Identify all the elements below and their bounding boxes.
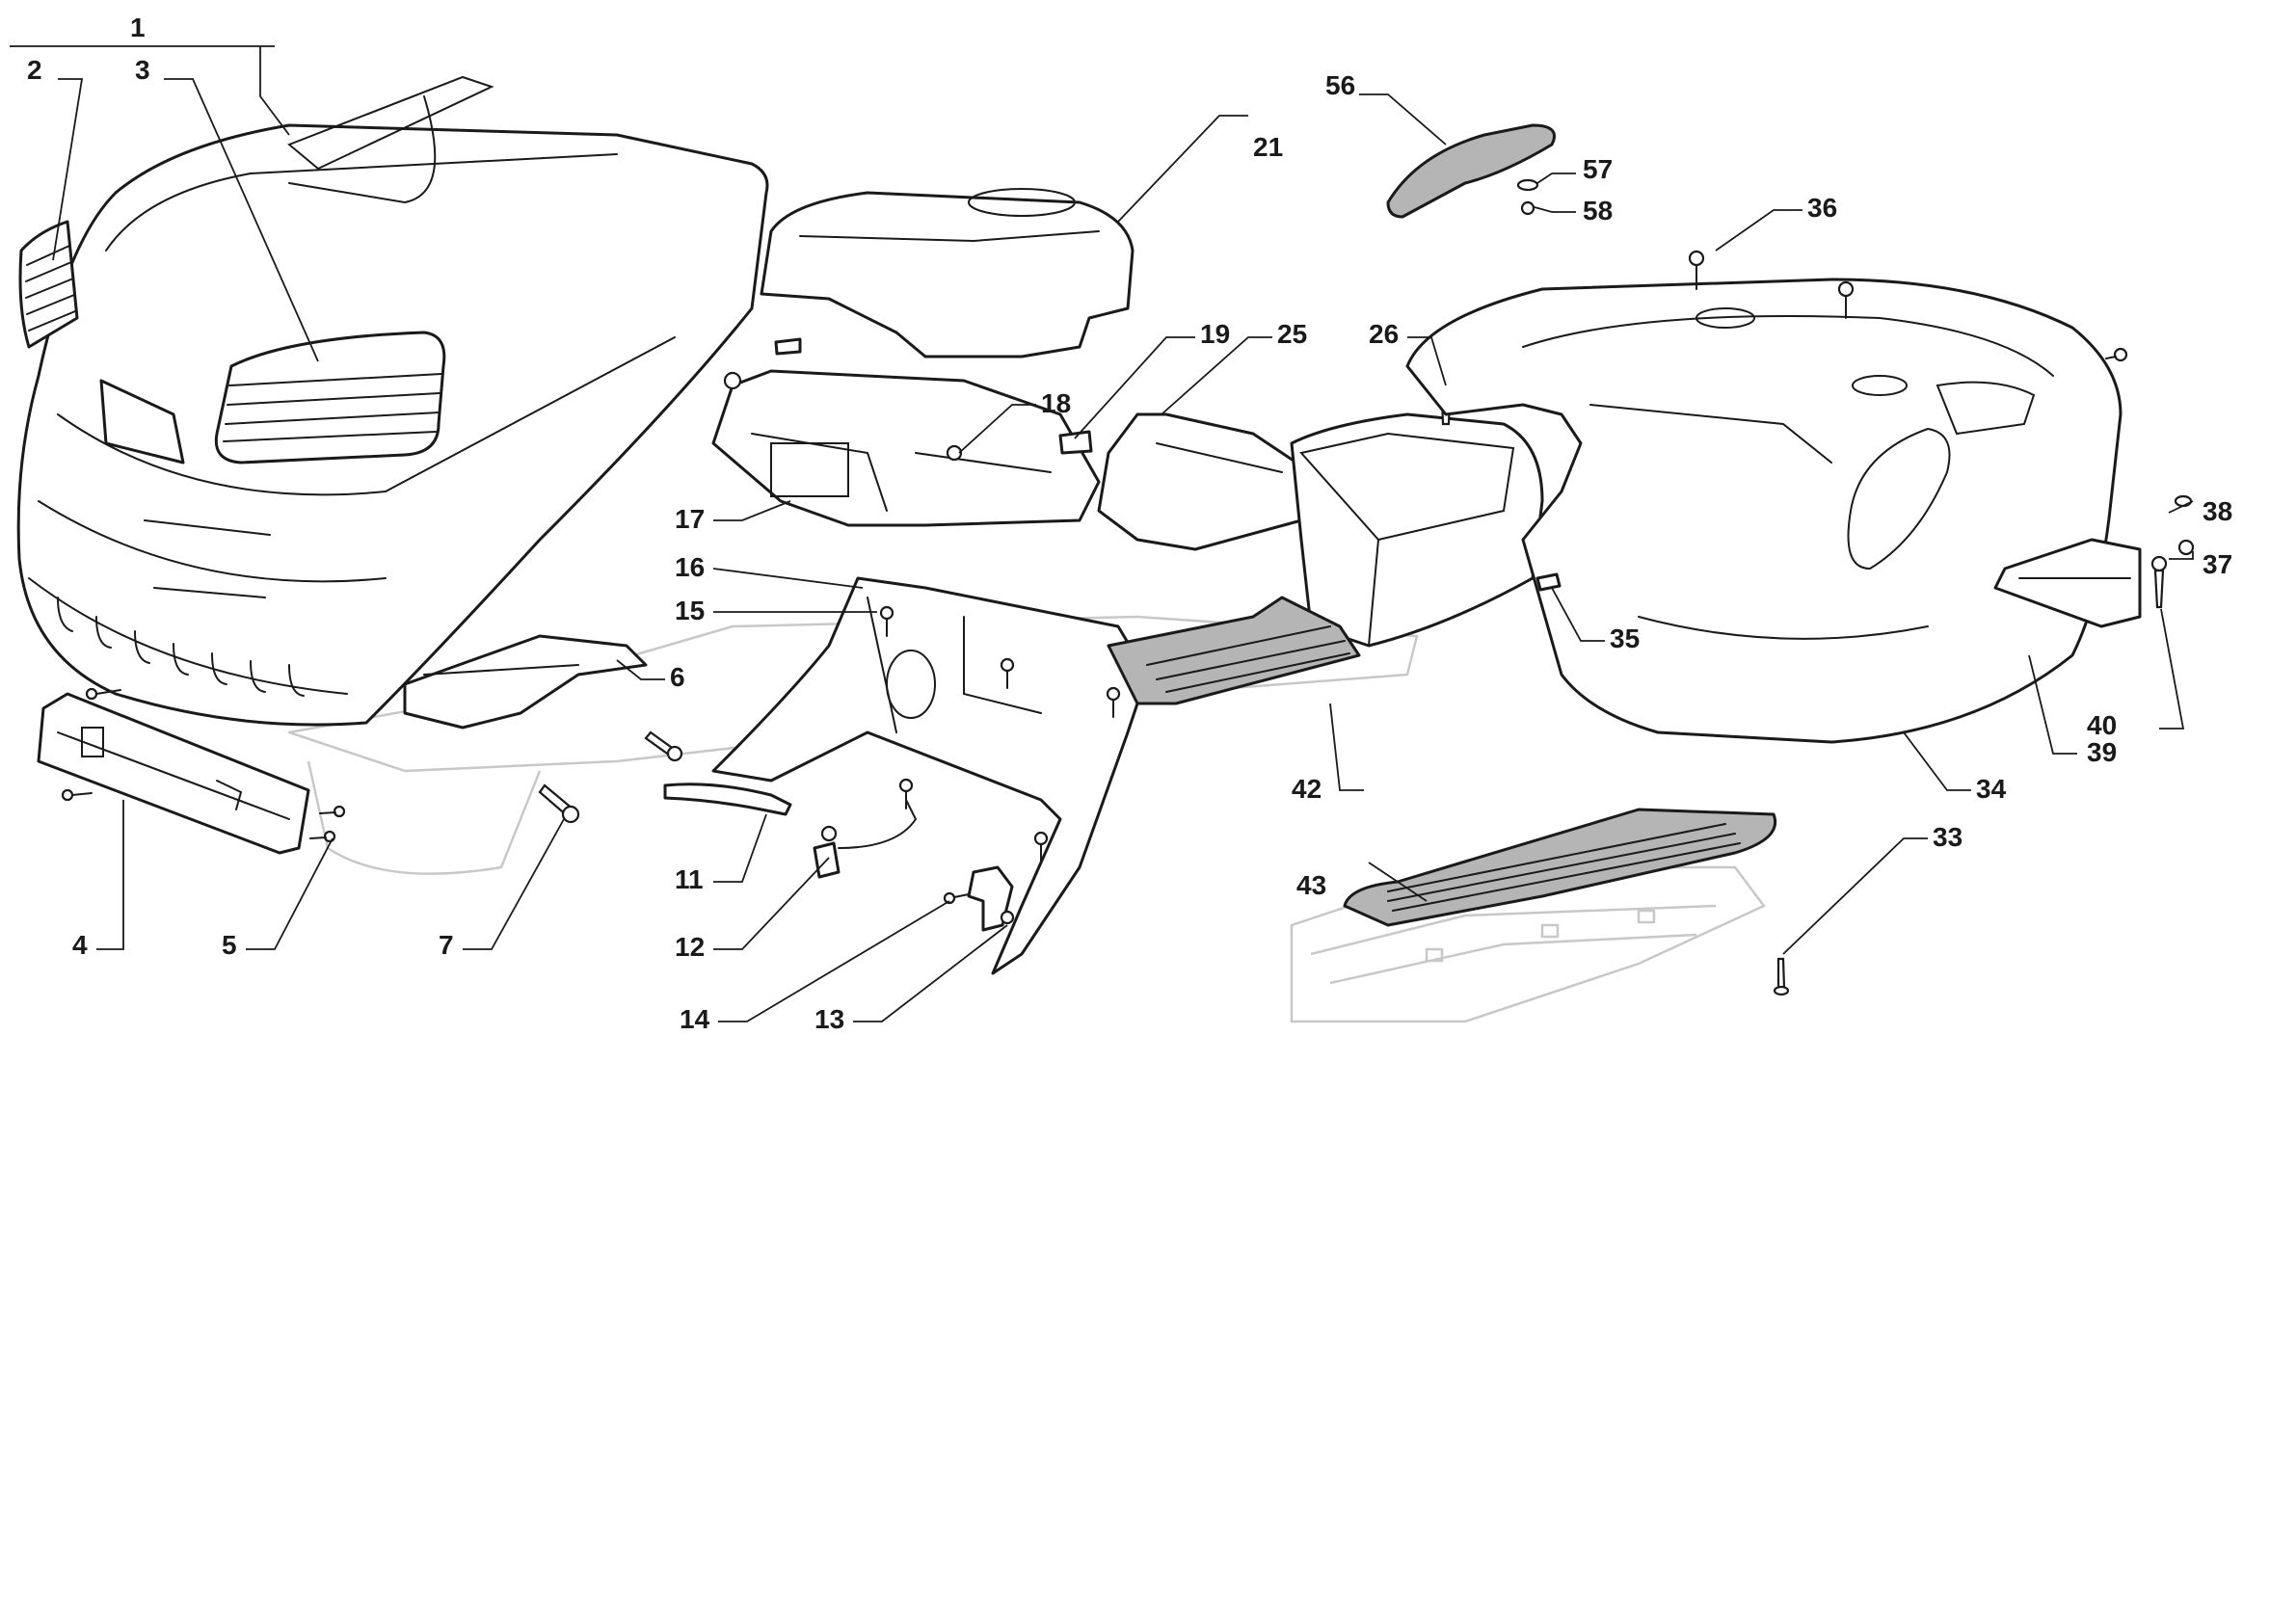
callout-15: 15 [675,596,705,625]
callout-57: 57 [1583,154,1613,184]
callout-34: 34 [1976,774,2007,804]
callout-12: 12 [675,932,705,962]
clip-part-35 [1535,572,1562,592]
callout-18: 18 [1041,388,1071,418]
callout-36: 36 [1807,193,1837,223]
rear-fender [1405,278,2122,744]
callout-3: 3 [135,55,150,85]
callout-7: 7 [439,930,454,960]
callout-42: 42 [1292,774,1322,804]
console-screws [723,371,963,462]
bracket-screws [61,687,346,843]
loose-screw [644,730,683,762]
bolt-part-33 [1773,957,1790,996]
fender-screws [1688,250,2128,362]
floor-mat-rear [1343,808,1776,927]
handle-grip [1386,123,1556,219]
callout-39: 39 [2087,737,2117,767]
panel-screws [879,605,1121,863]
headlight-lens [214,331,446,464]
callout-1: 1 [130,13,146,42]
callout-6: 6 [670,662,685,692]
callout-21: 21 [1253,132,1283,162]
screw-part-37 [2177,539,2195,556]
callout-11: 11 [675,864,704,894]
dash-cover [760,188,1135,358]
callout-37: 37 [2203,549,2232,579]
callout-14: 14 [680,1004,710,1034]
washer-part-57 [1516,178,1539,192]
callout-13: 13 [814,1004,844,1034]
callout-35: 35 [1610,624,1640,653]
callout-labels: 1 2 3 4 5 6 7 11 12 13 14 15 16 17 18 19… [27,13,2232,1034]
callout-19: 19 [1200,319,1230,349]
screw-part-7 [538,783,580,824]
front-panel [711,576,1149,975]
console-tray [711,369,1101,527]
washer-part-38 [2174,494,2193,508]
callout-26: 26 [1369,319,1399,349]
seat-support [1097,412,1313,551]
callout-25: 25 [1277,319,1307,349]
callout-4: 4 [72,930,88,960]
callout-33: 33 [1933,822,1962,852]
cable-part-11 [663,783,792,816]
harness-part-12 [813,799,918,879]
grille-insert [18,220,79,349]
clip-small [774,337,802,356]
screw-part-14 [943,891,970,905]
floor-mat-front [1107,596,1361,705]
under-hood-bracket [403,634,648,730]
callout-38: 38 [2203,496,2232,526]
leader-lines [10,45,2194,1022]
callout-40: 40 [2087,710,2117,740]
callout-58: 58 [1583,196,1613,226]
front-bracket [37,692,310,855]
screw-part-58 [1520,200,1535,216]
callout-5: 5 [222,930,237,960]
seat-tray [1290,412,1544,648]
callout-43: 43 [1296,870,1326,900]
callout-2: 2 [27,55,42,85]
rear-bracket [1993,538,2142,628]
callout-56: 56 [1325,70,1355,100]
latch-part-13 [967,865,1015,932]
callout-17: 17 [675,504,705,534]
clip-part-19 [1058,430,1093,455]
bolt-part-40 [2150,555,2168,609]
callout-16: 16 [675,552,705,582]
